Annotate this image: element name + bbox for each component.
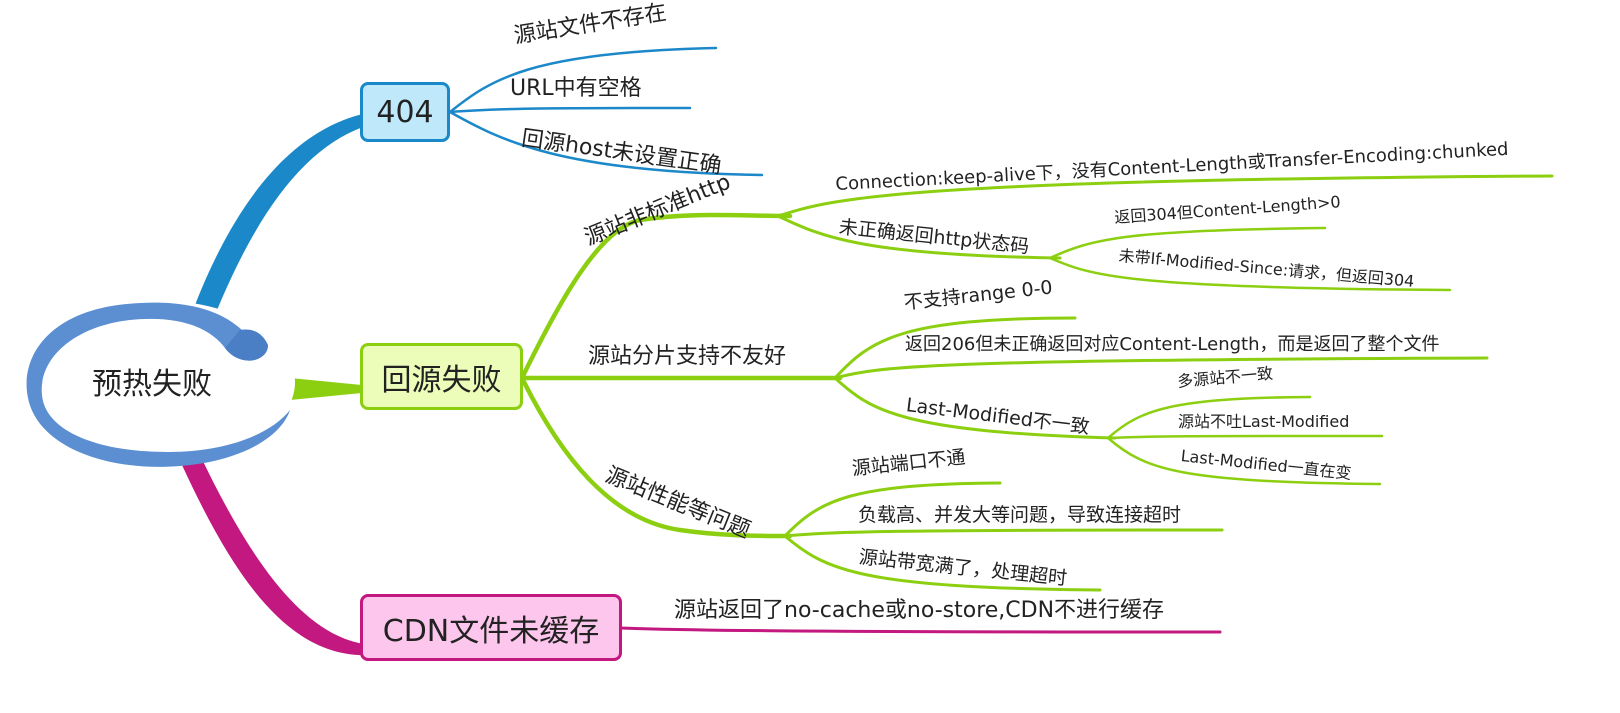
edge-perf-2: [783, 528, 1224, 538]
root-oval-ring: [26, 302, 291, 467]
edge-404-child-3: [448, 110, 764, 177]
root-oval-highlight: [225, 329, 268, 361]
edge-range-lastmod: [833, 376, 1117, 440]
edge-404-child-2: [448, 106, 692, 114]
edge-lastmod-3: [1106, 436, 1382, 486]
label-206-wrong-length: 返回206但未正确返回对应Content-Length，而是返回了整个文件: [905, 334, 1440, 355]
edge-lastmod-2: [1106, 434, 1384, 440]
label-no-cache-no-store: 源站返回了no-cache或no-store,CDN不进行缓存: [674, 598, 1165, 623]
edge-badstatus-1: [1048, 226, 1327, 260]
edge-cdn-child: [618, 626, 1222, 634]
edge-nonstd-badstatus: [776, 214, 1062, 260]
node-origin-fail: 回源失败: [360, 343, 523, 410]
branch-origin-connector: [290, 378, 372, 400]
node-origin-fail-label: 回源失败: [381, 362, 502, 398]
node-404: 404: [360, 82, 450, 142]
label-range-unfriendly: 源站分片支持不友好: [588, 344, 787, 369]
edge-badstatus-2: [1048, 256, 1452, 292]
node-cdn-uncached: CDN文件未缓存: [360, 594, 622, 661]
label-high-load-timeout: 负载高、并发大等问题，导致连接超时: [858, 504, 1182, 526]
root-node-label: 预热失败: [92, 367, 212, 402]
edge-origin-perf: [519, 375, 793, 539]
edge-perf-3: [783, 534, 1102, 592]
edge-nonstd-keepalive: [776, 174, 1554, 218]
node-404-label: 404: [376, 94, 434, 130]
edge-range-norange: [833, 316, 1077, 380]
edge-perf-1: [783, 481, 1002, 538]
edge-404-child-1: [448, 46, 718, 114]
node-cdn-uncached-label: CDN文件未缓存: [382, 613, 600, 649]
edge-lastmod-1: [1106, 395, 1312, 440]
label-404-url-space: URL中有空格: [510, 76, 642, 101]
branch-cdn-connector: [182, 455, 372, 656]
label-no-last-modified: 源站不吐Last-Modified: [1178, 412, 1350, 431]
branch-404-connector: [195, 112, 372, 315]
edge-origin-nonstd: [519, 212, 793, 381]
edge-range-206: [833, 356, 1489, 380]
